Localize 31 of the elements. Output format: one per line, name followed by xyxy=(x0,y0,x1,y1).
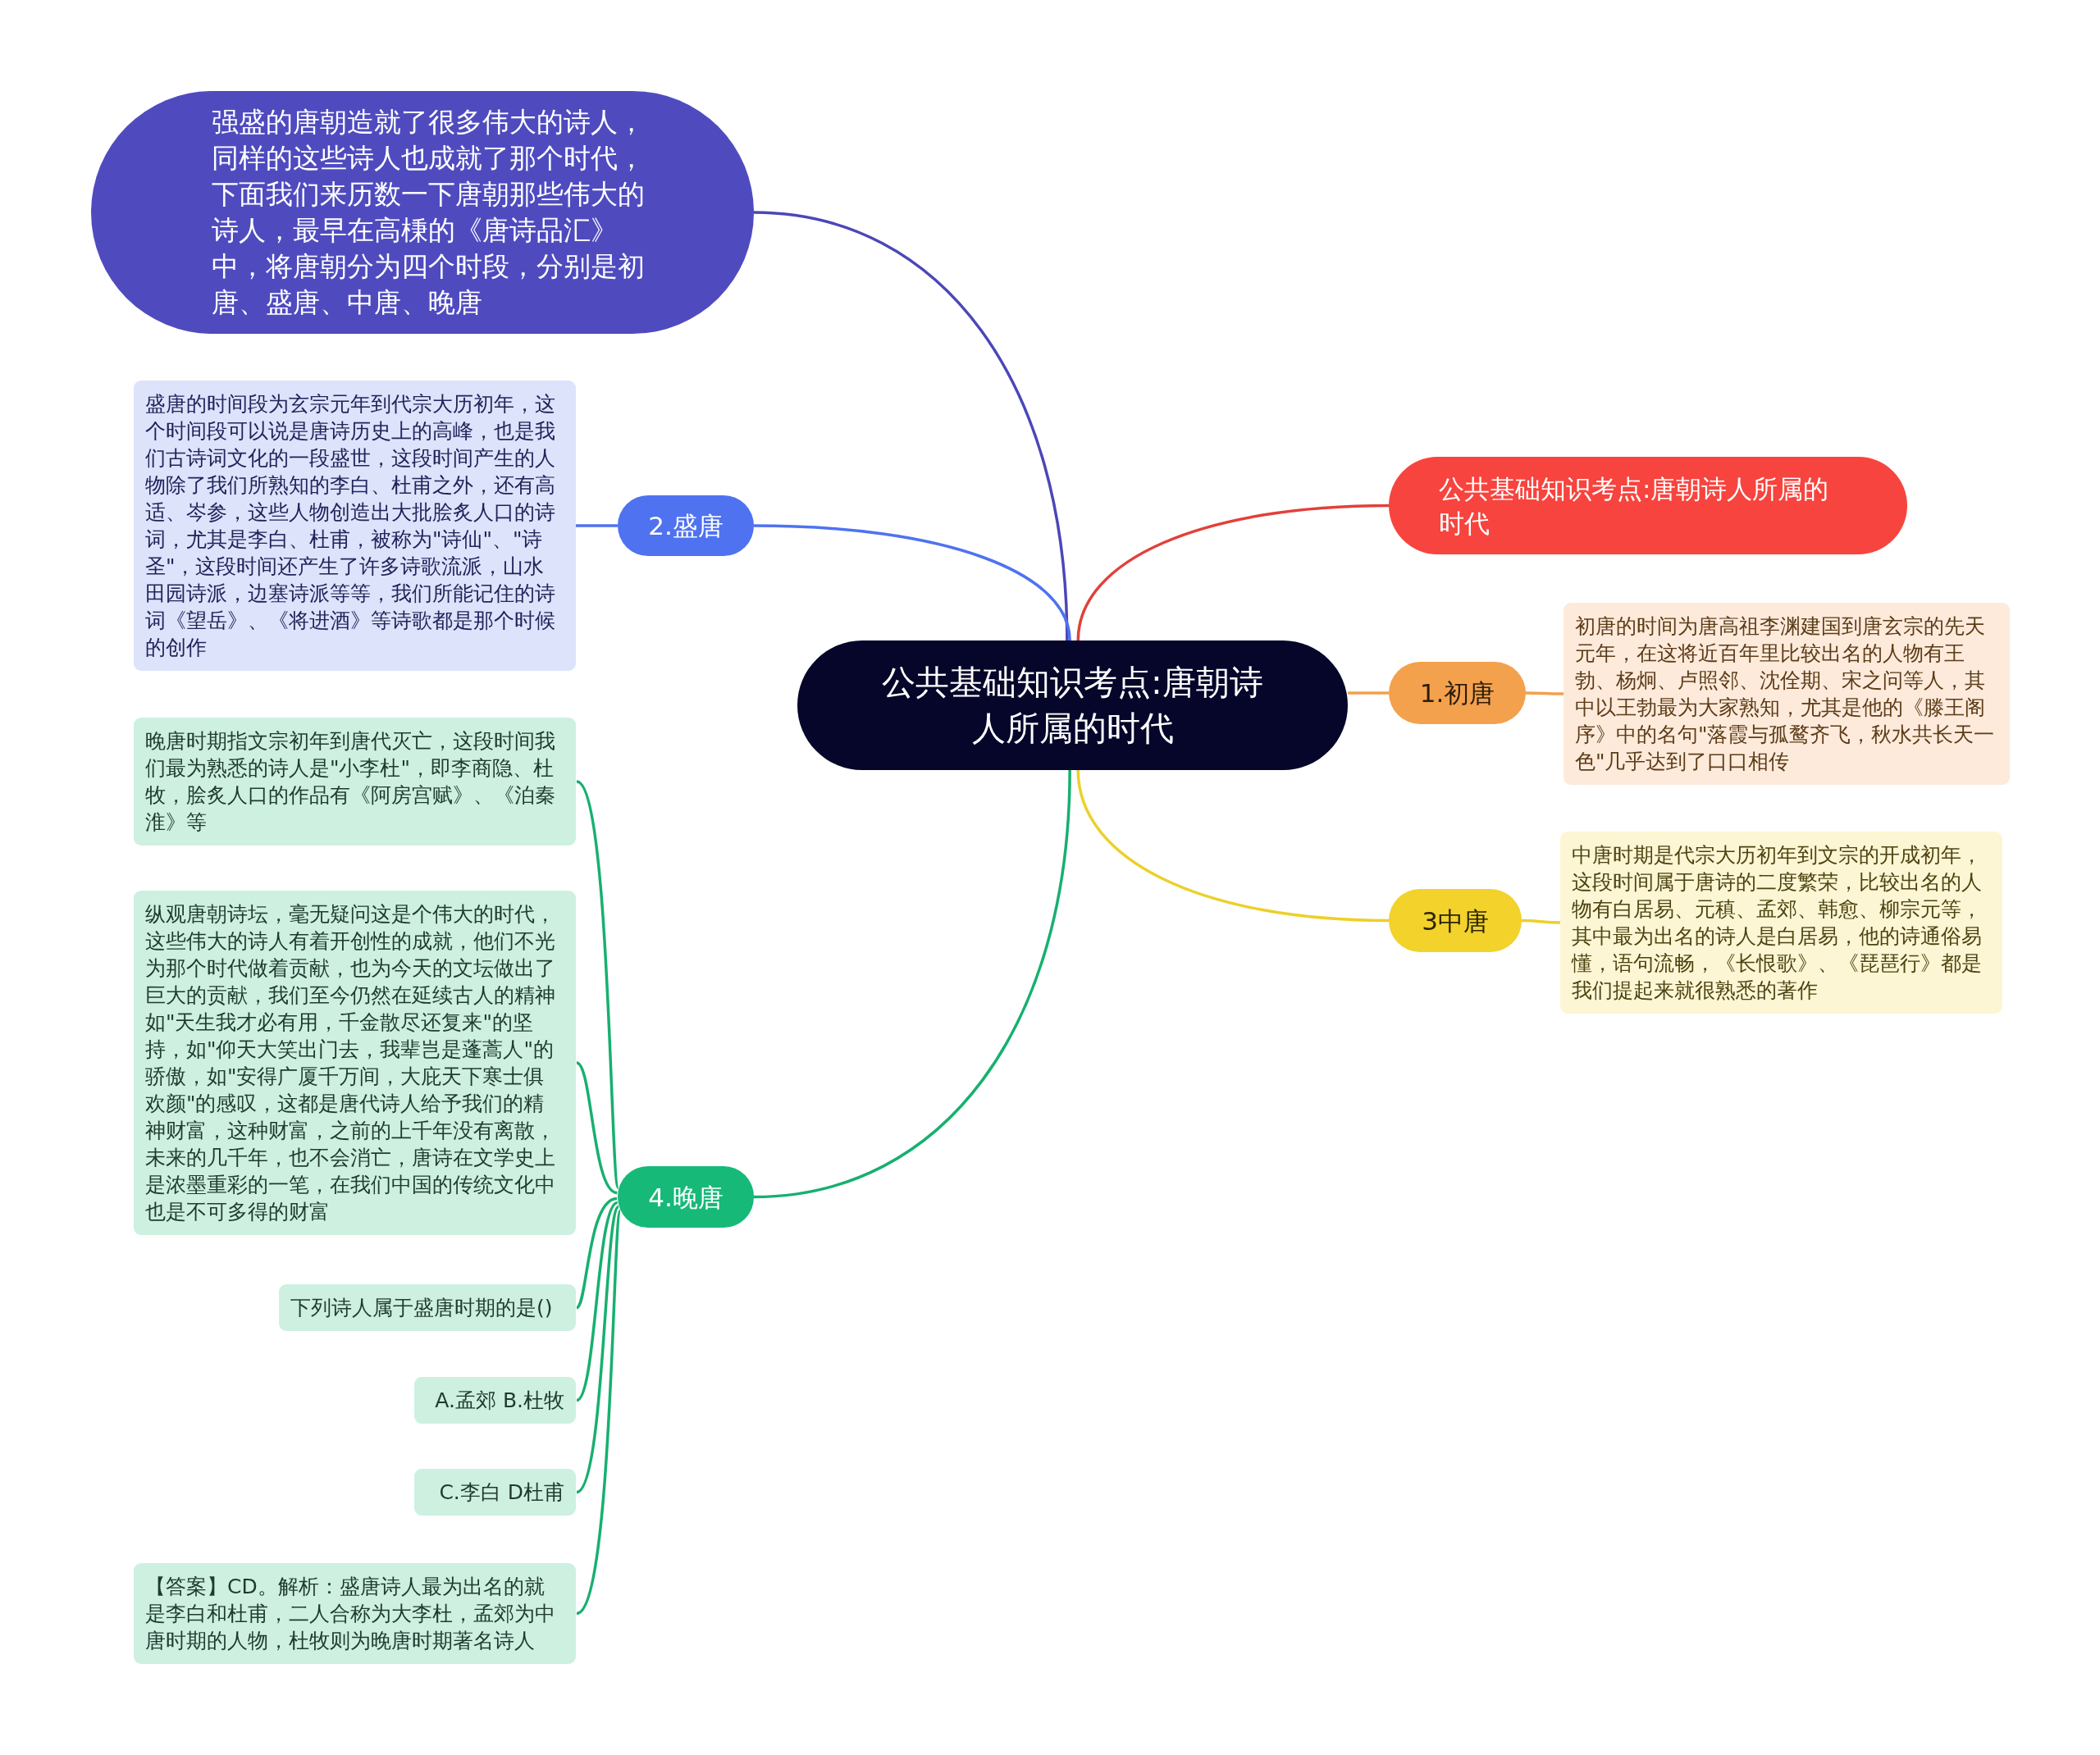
text-card: 盛唐的时间段为玄宗元年到代宗大历初年，这个时间段可以说是唐诗历史上的高峰，也是我们古诗词文化的一段盛世，这段时间产生的人物除了我们所熟知的李白、杜甫之外，还有高适、岑参，这些人物创造出大批脍炙人口的诗词，尤其是李白、杜甫，被称为"诗仙"、"诗圣"，这段时间还产生了许多诗歌流派，山水田园诗派，边塞诗派等等，我们所能记住的诗词《望岳》、《将进酒》等诗歌都是那个时候的创作 xyxy=(134,381,576,671)
text-card: 晚唐时期指文宗初年到唐代灭亡，这段时间我们最为熟悉的诗人是"小李杜"，即李商隐、杜牧，脍炙人口的作品有《阿房宫赋》、《泊秦淮》等 xyxy=(134,718,576,846)
connector-line xyxy=(1076,504,1390,641)
title-bubble: 公共基础知识考点:唐朝诗人所属的时代 xyxy=(1389,457,1907,554)
connector-line xyxy=(753,211,1069,641)
connector-line xyxy=(1522,919,1560,924)
text-card: 初唐的时间为唐高祖李渊建国到唐玄宗的先天元年，在这将近百年里比较出名的人物有王勃、杨炯、卢照邻、沈佺期、宋之问等人，其中以王勃最为大家熟知，尤其是他的《滕王阁序》中的名句"落霞与孤鹜齐飞，秋水共长天一色"几乎达到了口口相传 xyxy=(1564,603,2010,785)
answer-card: 【答案】CD。解析：盛唐诗人最为出名的就是李白和杜甫，二人合称为大李杜，孟郊为中唐时期的人物，杜牧则为晚唐时期著名诗人 xyxy=(134,1563,576,1664)
central-topic: 公共基础知识考点:唐朝诗人所属的时代 xyxy=(797,640,1348,770)
branch-topic: 2.盛唐 xyxy=(618,495,754,556)
connector-line xyxy=(575,1201,619,1402)
connector-line xyxy=(575,1197,618,1309)
connector-line xyxy=(1526,691,1564,695)
connector-line xyxy=(575,1206,620,1493)
option-card: C.李白 D杜甫 xyxy=(414,1469,576,1516)
connector-line xyxy=(753,769,1071,1199)
connector-line xyxy=(753,524,1071,641)
text-card: 中唐时期是代宗大历初年到文宗的开成初年，这段时间属于唐诗的二度繁荣，比较出名的人物有白居易、元稹、孟郊、韩愈、柳宗元等，其中最为出名的诗人是白居易，他的诗通俗易懂，语句流畅，《长恨歌》、《琵琶行》都是我们提起来就很熟悉的著作 xyxy=(1560,832,2002,1014)
connector-line xyxy=(576,524,618,527)
connector-line xyxy=(1076,769,1390,923)
connector-line xyxy=(575,780,620,1188)
connector-line xyxy=(575,1210,622,1615)
connector-line xyxy=(576,1061,619,1195)
text-card: 纵观唐朝诗坛，毫无疑问这是个伟大的时代，这些伟大的诗人有着开创性的成就，他们不光为那个时代做着贡献，也为今天的文坛做出了巨大的贡献，我们至今仍然在延续古人的精神如"天生我才必有用，千金散尽还复来"的坚持，如"仰天大笑出门去，我辈岂是蓬蒿人"的骄傲，如"安得广厦千万间，大庇天下寒士俱欢颜"的感叹，这都是唐代诗人给予我们的精神财富，这种财富，之前的上千年没有离散，未来的几千年，也不会消亡，唐诗在文学史上是浓墨重彩的一笔，在我们中国的传统文化中也是不可多得的财富 xyxy=(134,891,576,1235)
branch-topic: 4.晚唐 xyxy=(618,1166,754,1228)
question-card: 下列诗人属于盛唐时期的是() xyxy=(279,1284,576,1331)
option-card: A.孟郊 B.杜牧 xyxy=(414,1377,576,1424)
branch-topic: 3中唐 xyxy=(1389,889,1522,952)
branch-topic: 1.初唐 xyxy=(1389,662,1526,724)
connector-line xyxy=(1348,691,1389,695)
intro-bubble: 强盛的唐朝造就了很多伟大的诗人，同样的这些诗人也成就了那个时代，下面我们来历数一下唐朝那些伟大的诗人，最早在高棅的《唐诗品汇》中，将唐朝分为四个时段，分别是初唐、盛唐、中唐、晚唐 xyxy=(91,91,754,334)
